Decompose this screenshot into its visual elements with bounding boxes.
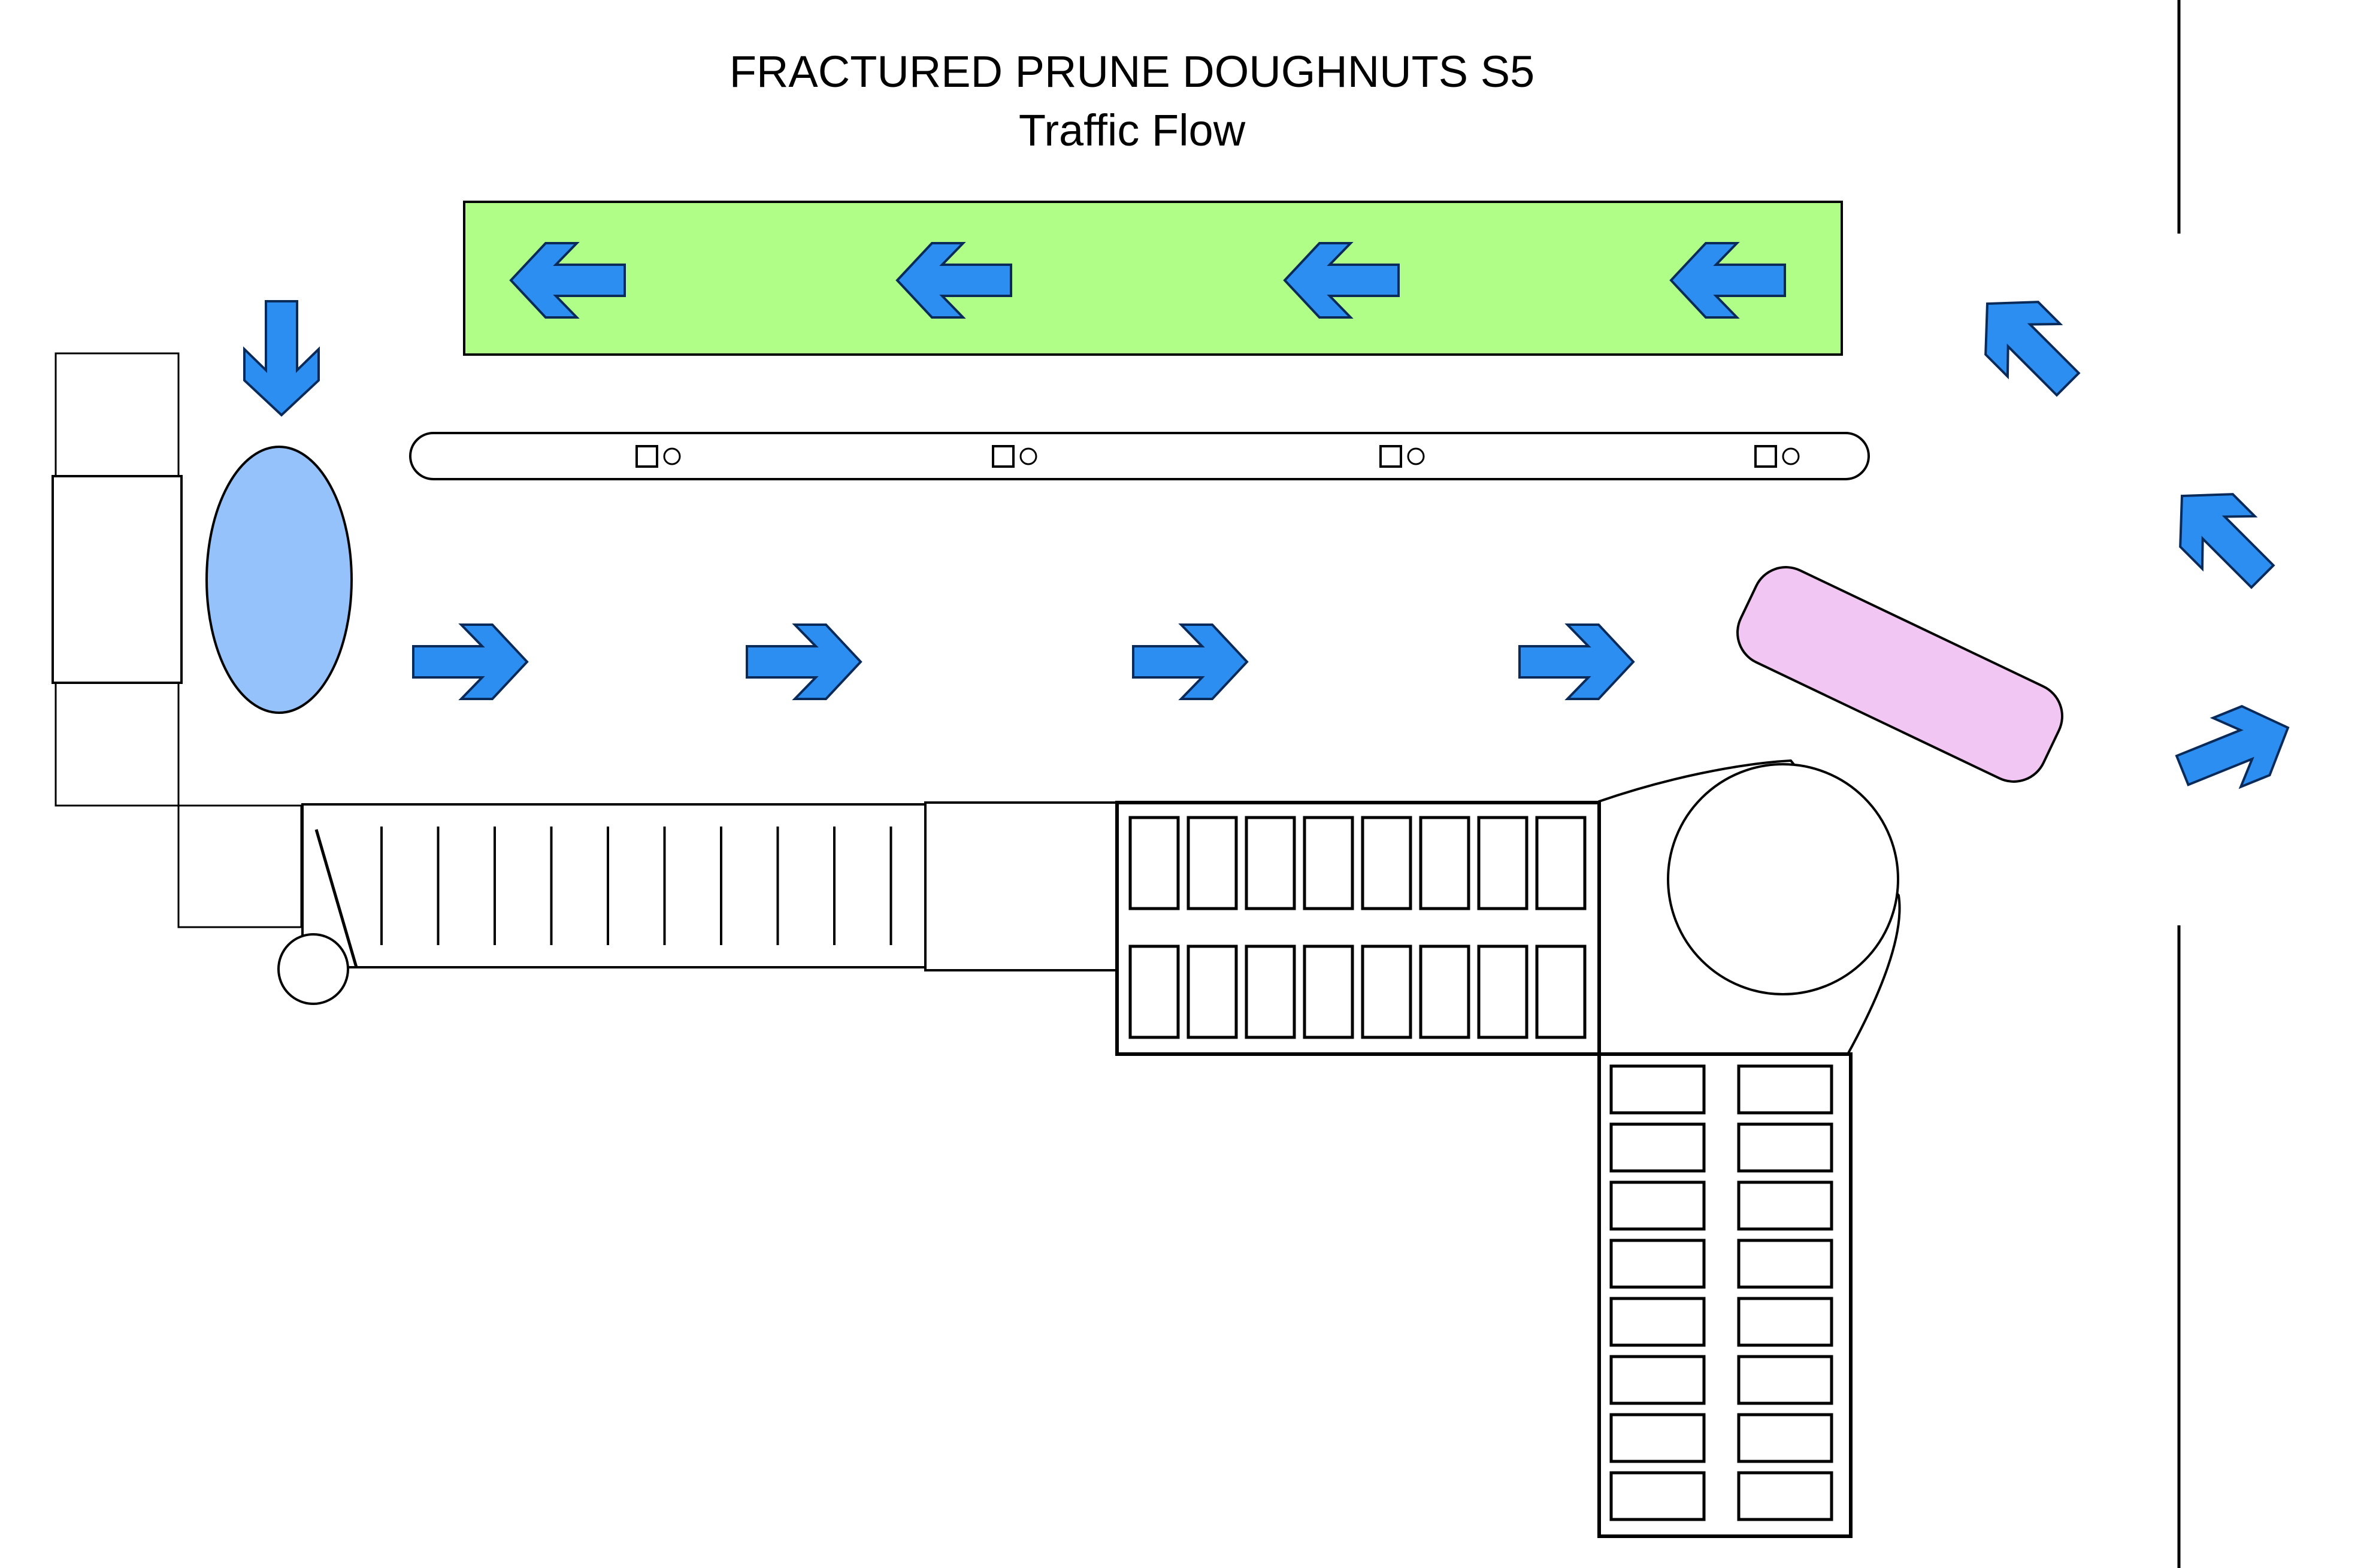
station-square bbox=[992, 445, 1015, 468]
rack-bay bbox=[1737, 1064, 1833, 1115]
rack-bay bbox=[1609, 1122, 1706, 1173]
rack-bay bbox=[1419, 816, 1470, 910]
rack-bay bbox=[1303, 816, 1354, 910]
rack-bay bbox=[1128, 816, 1180, 910]
station-circle bbox=[663, 447, 681, 465]
rack-lower-bays bbox=[1128, 945, 1587, 1039]
rack-bay bbox=[1737, 1413, 1833, 1463]
arrow-icon bbox=[243, 300, 320, 416]
station-circle bbox=[1782, 447, 1800, 465]
station-square bbox=[635, 445, 658, 468]
arrow-icon bbox=[1961, 277, 2094, 410]
rack-bay bbox=[1477, 816, 1529, 910]
counter-station bbox=[635, 445, 681, 468]
rack-bay bbox=[1609, 1471, 1706, 1521]
rack-bay bbox=[1419, 945, 1470, 1039]
rack-bay bbox=[1737, 1239, 1833, 1289]
counter-stations bbox=[635, 445, 1800, 468]
counter-station bbox=[1379, 445, 1425, 468]
rack-bay bbox=[1737, 1471, 1833, 1521]
rack-bay bbox=[1128, 945, 1180, 1039]
rack-bay bbox=[1737, 1355, 1833, 1405]
station-circle bbox=[1019, 447, 1037, 465]
rack-bay bbox=[1361, 816, 1412, 910]
arrow-icon bbox=[1132, 623, 1248, 700]
diagram-subtitle: Traffic Flow bbox=[1019, 105, 1246, 155]
counter-station bbox=[1754, 445, 1800, 468]
rack-bay bbox=[1245, 816, 1296, 910]
station-square bbox=[1754, 445, 1777, 468]
conveyor-roller bbox=[277, 933, 349, 1005]
rack-bay bbox=[1609, 1355, 1706, 1405]
rack-bay bbox=[1609, 1239, 1706, 1289]
rack-vertical-bays bbox=[1609, 1064, 1833, 1521]
arrow-icon bbox=[412, 623, 528, 700]
rack-bay bbox=[1609, 1297, 1706, 1347]
arrow-icon bbox=[2156, 470, 2289, 603]
left-frame bbox=[52, 352, 302, 928]
green-lane bbox=[463, 201, 1843, 356]
rack-upper-bays bbox=[1128, 816, 1587, 910]
rack-bay bbox=[1609, 1064, 1706, 1115]
rack-bay bbox=[1609, 1180, 1706, 1231]
rack-bay bbox=[1187, 945, 1238, 1039]
rack-bay bbox=[1609, 1413, 1706, 1463]
arrow-icon bbox=[1518, 623, 1635, 700]
rack-bay bbox=[1737, 1122, 1833, 1173]
station-circle bbox=[1407, 447, 1425, 465]
station-square bbox=[1379, 445, 1402, 468]
rack-bay bbox=[1535, 816, 1587, 910]
counter-station bbox=[992, 445, 1037, 468]
rack-bay bbox=[1477, 945, 1529, 1039]
rack-bay bbox=[1737, 1297, 1833, 1347]
rack-bay bbox=[1361, 945, 1412, 1039]
rack-bay bbox=[1303, 945, 1354, 1039]
counter-bar bbox=[409, 432, 1870, 480]
rack-bay bbox=[1535, 945, 1587, 1039]
conveyor bbox=[277, 801, 1118, 1005]
rack-bay bbox=[1187, 816, 1238, 910]
conveyor-slats bbox=[380, 827, 892, 945]
round-table bbox=[1667, 763, 1899, 995]
arrow-icon bbox=[746, 623, 862, 700]
arrow-icon bbox=[2167, 692, 2304, 806]
pink-zone bbox=[1736, 566, 2063, 783]
blue-oval bbox=[205, 446, 353, 714]
diagram-title: FRACTURED PRUNE DOUGHNUTS S5 bbox=[730, 47, 1534, 96]
rack-bay bbox=[1245, 945, 1296, 1039]
rack-bay bbox=[1737, 1180, 1833, 1231]
